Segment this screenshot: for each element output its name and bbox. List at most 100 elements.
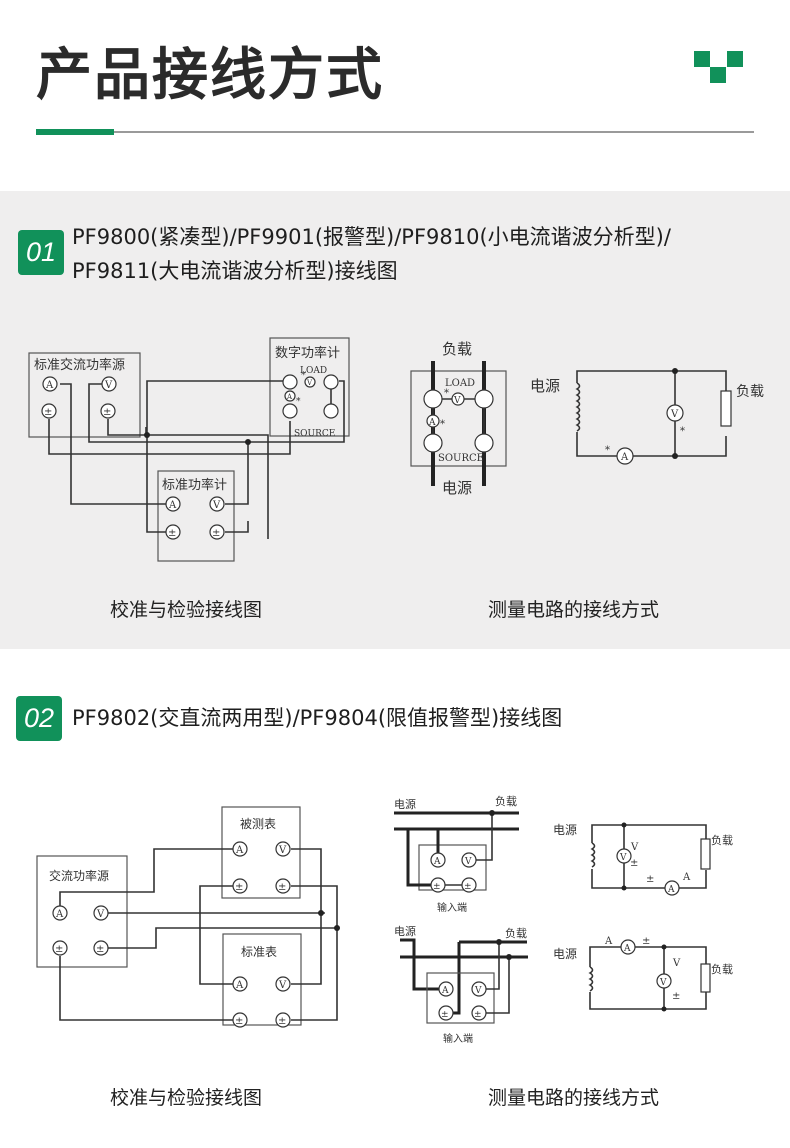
diagram-label: 标准表 <box>241 945 277 959</box>
diagram-label: A <box>428 418 436 428</box>
diagram-terminal <box>474 389 494 409</box>
diagram-terminal <box>506 954 512 960</box>
diagram-label: V <box>306 379 313 387</box>
diagram-wire <box>406 829 432 887</box>
diagram-label: * <box>296 397 301 407</box>
diagram-terminal <box>93 940 109 956</box>
diagram-wire <box>225 442 249 505</box>
diagram-label: A <box>168 500 177 511</box>
diagram-label: V <box>278 845 287 856</box>
diagram-label: A <box>235 980 244 991</box>
diagram-terminal <box>232 1012 248 1028</box>
diagram-terminal <box>304 376 316 388</box>
diagram-label: A <box>433 857 441 867</box>
diagram-terminal <box>666 404 684 422</box>
diagram-wire <box>59 848 233 906</box>
diagram-terminal <box>616 848 632 864</box>
diagram-wire <box>107 419 269 539</box>
diagram-label: A <box>667 885 675 895</box>
diagram-wire <box>575 382 581 432</box>
header-divider <box>36 131 754 133</box>
diagram-terminal <box>672 368 678 374</box>
diagram-label: ± <box>96 944 104 955</box>
diagram-wire <box>700 963 711 993</box>
diagram-label: ± <box>672 991 680 1002</box>
standard-ac-power-source-box <box>28 352 141 438</box>
diagram-wire <box>589 992 707 1010</box>
diagram-terminal <box>661 944 667 950</box>
diagram-terminal <box>621 822 627 828</box>
diagram-terminal <box>318 910 324 916</box>
diagram-terminal <box>275 976 291 992</box>
diagram-terminal <box>232 841 248 857</box>
diagram-label: ± <box>441 1010 449 1020</box>
header-divider-accent <box>36 129 114 135</box>
diagram-wire <box>453 942 461 1015</box>
diagram-terminal <box>275 1012 291 1028</box>
diagram-label: * <box>444 388 449 399</box>
diagram-label: 负载 <box>505 926 527 940</box>
diagram-terminal <box>275 841 291 857</box>
diagram-label: * <box>605 445 610 456</box>
diagram-label: 负载 <box>711 833 733 847</box>
diagram-wire <box>591 824 707 843</box>
diagram-terminal <box>245 439 251 445</box>
power-label: 电源 <box>530 377 560 395</box>
terminal-pm <box>41 403 57 419</box>
diagram-terminal <box>423 389 443 409</box>
diagram-terminal <box>282 403 298 419</box>
diagram-wire <box>591 869 707 889</box>
standard-ac-power-source-label: 标准交流功率源 <box>34 357 125 373</box>
diagram-terminal <box>620 939 636 955</box>
diagram-terminal <box>275 878 291 894</box>
diagram-label: V <box>453 396 461 406</box>
diagram-label: A <box>286 393 293 401</box>
diagram-wire <box>486 957 510 1014</box>
diagram-terminal <box>621 885 627 891</box>
diagram-label: ± <box>235 882 243 893</box>
diagram-label: 电源 <box>553 823 577 837</box>
section-title-line2: PF9811(大电流谐波分析型)接线图 <box>72 259 398 283</box>
diagram-label: A <box>620 452 629 463</box>
diagram-label: ± <box>630 858 638 869</box>
caption-measurement: 测量电路的接线方式 <box>488 599 660 621</box>
terminal-pm <box>100 403 116 419</box>
diagram-label: 交流功率源 <box>49 868 109 883</box>
diagram-label: ± <box>44 407 52 418</box>
diagram-wire <box>199 885 233 985</box>
diagram-wire <box>486 942 500 990</box>
diagram-label: 电源 <box>394 924 416 938</box>
section-number-badge: 01 <box>18 230 64 275</box>
brand-logo-icon <box>694 51 744 85</box>
diagram-label: 被测表 <box>240 817 276 831</box>
source-label: SOURCE <box>294 429 335 439</box>
diagram-terminal <box>52 940 68 956</box>
diagram-terminal <box>656 973 672 989</box>
diagram-terminal <box>165 524 181 540</box>
diagram-terminal <box>426 414 440 428</box>
diagram-terminal <box>438 981 454 997</box>
diagram-label: ± <box>278 882 286 893</box>
diagram-terminal <box>474 433 494 453</box>
section-number-badge: 02 <box>16 696 62 741</box>
diagram-terminal <box>489 810 495 816</box>
diagram-label: V <box>278 980 287 991</box>
diagram-terminal <box>461 852 477 868</box>
source-terminals: A V ± ± <box>52 905 109 956</box>
caption-measurement: 测量电路的接线方式 <box>488 1087 660 1109</box>
diagram-label: V <box>212 500 221 511</box>
section-01: 01 PF9800(紧凑型)/PF9901(报警型)/PF9810(小电流谐波分… <box>0 191 790 649</box>
page-header: 产品接线方式 <box>0 0 790 190</box>
diagram-wire <box>291 848 322 985</box>
diagram-label: V <box>464 857 472 867</box>
diagram-wire <box>108 927 337 949</box>
diagram-terminal <box>616 447 634 465</box>
standard-meter-box <box>222 933 302 1026</box>
diagram-wire <box>400 938 440 991</box>
diagram-label: A <box>45 380 54 391</box>
diagram-label: * <box>301 371 306 381</box>
diagram-label: A <box>55 909 64 920</box>
diagram-label: ± <box>642 936 650 947</box>
diagram-terminal <box>323 403 339 419</box>
load-label: 负载 <box>736 384 764 400</box>
